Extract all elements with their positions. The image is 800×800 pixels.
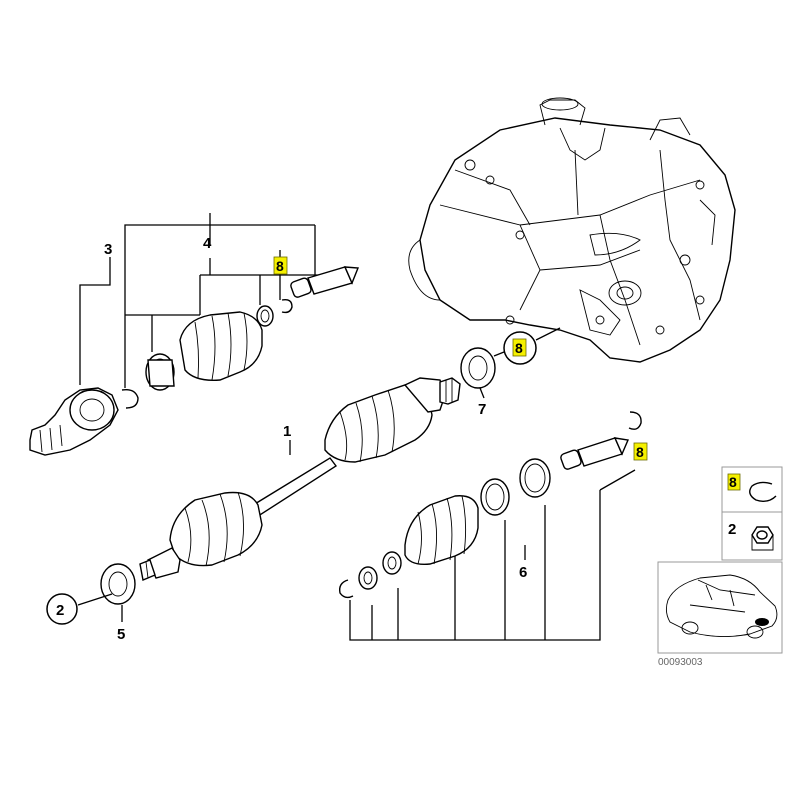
callout-1: 1	[283, 423, 291, 440]
bracket-3-4	[79, 213, 330, 388]
clamp-band-large-left	[145, 353, 175, 391]
callout-6: 6	[519, 564, 527, 581]
svg-text:2: 2	[728, 521, 736, 538]
legend-panel: 8 2	[721, 466, 783, 561]
legend-item-2: 2	[728, 521, 774, 551]
svg-text:8: 8	[729, 474, 737, 490]
car-thumbnail	[657, 561, 783, 654]
callout-3: 3	[104, 241, 112, 258]
clamp-band-right-2	[519, 458, 551, 498]
callout-7: 7	[478, 401, 486, 418]
circlip-left	[121, 388, 139, 409]
circlip-top	[281, 298, 293, 314]
svg-text:8: 8	[276, 258, 284, 274]
callout-5: 5	[117, 626, 125, 643]
grease-tube-right	[560, 437, 629, 470]
clamp-small-left	[256, 305, 274, 327]
seal-ring-5	[100, 563, 136, 605]
callout-8-transmission-highlighted: 8	[503, 331, 537, 365]
boot-right	[404, 495, 479, 565]
callout-8-right-highlighted: 8	[633, 442, 648, 461]
grease-tube-top	[290, 266, 360, 298]
diagram-code: 00093003	[658, 657, 703, 668]
transmission-housing	[408, 97, 736, 363]
svg-text:8: 8	[515, 340, 523, 356]
clamp-small-right-2	[382, 551, 402, 575]
drive-shaft	[139, 377, 461, 581]
outer-cv-joint-left	[29, 387, 119, 456]
clamp-small-right-1	[358, 566, 378, 590]
svg-text:8: 8	[636, 444, 644, 460]
boot-left-outer	[179, 311, 263, 381]
seal-ring-7	[460, 347, 496, 389]
circlip-right-lower	[338, 579, 354, 599]
callout-4: 4	[203, 235, 212, 252]
callout-2-circled: 2	[46, 593, 78, 625]
bracket-6	[349, 469, 636, 641]
legend-item-8: 8	[727, 473, 777, 503]
callout-8-top-highlighted: 8	[273, 256, 288, 275]
circlip-icon	[749, 481, 777, 503]
nut-icon	[751, 526, 774, 551]
clamp-band-right-1	[480, 478, 510, 516]
svg-text:2: 2	[56, 602, 64, 619]
circlip-right-top	[628, 411, 642, 430]
